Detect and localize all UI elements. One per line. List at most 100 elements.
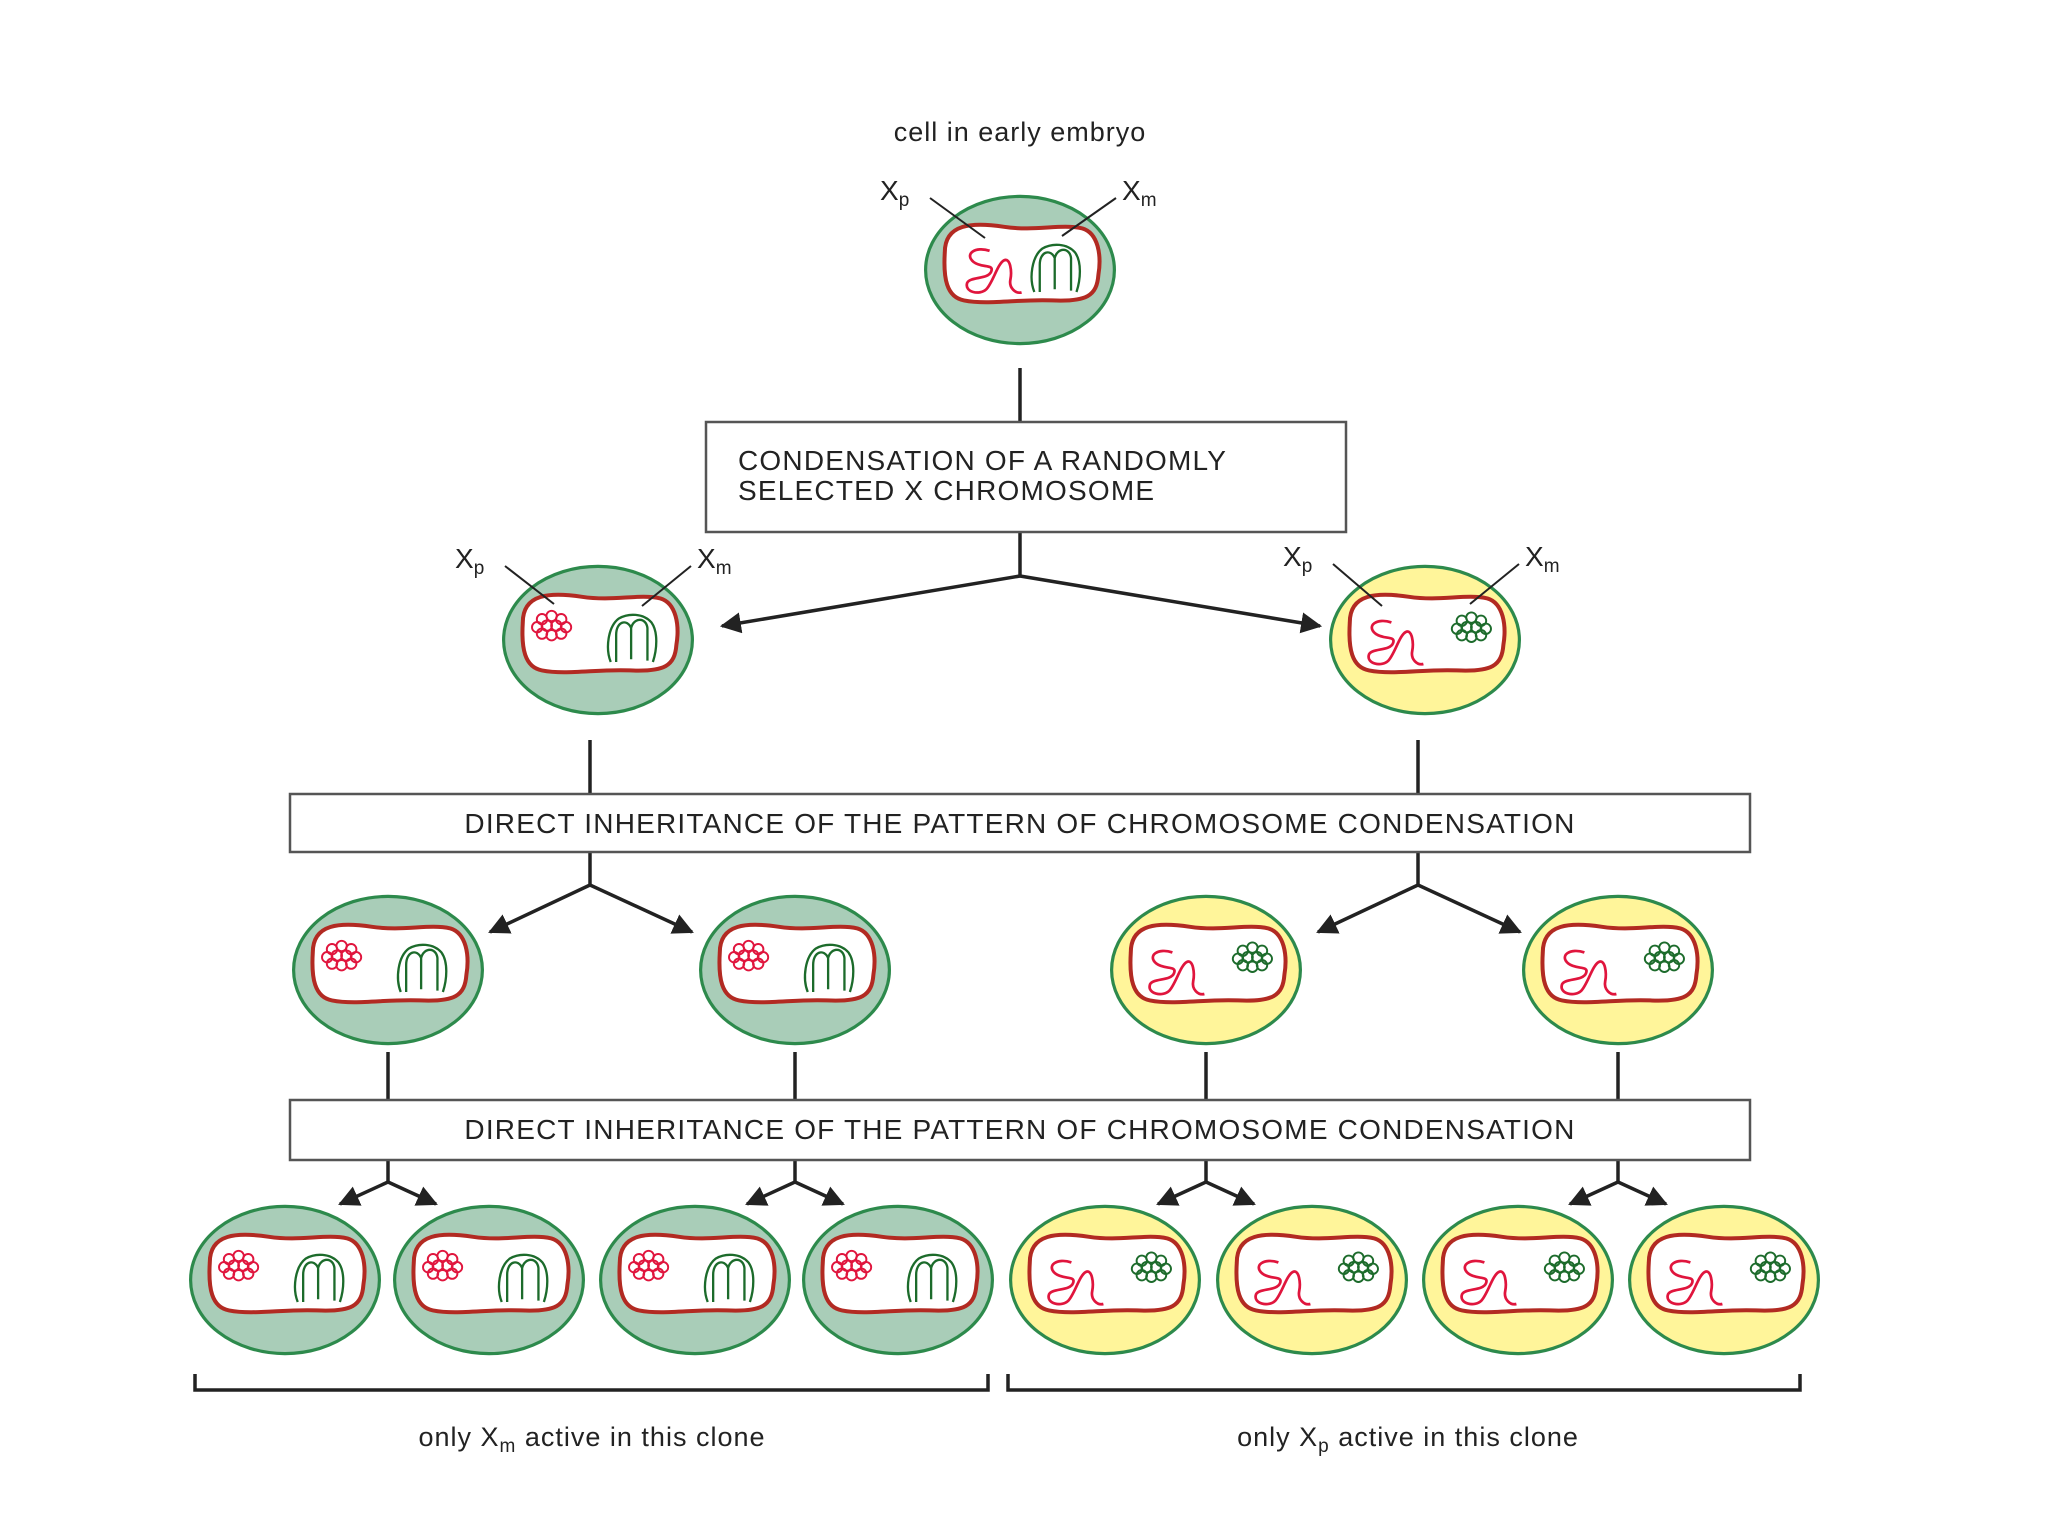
cell-gen2-4-nucleus — [1540, 922, 1700, 1005]
inheritance-box-1: DIRECT INHERITANCE OF THE PATTERN OF CHR… — [288, 792, 1752, 854]
condensation-box: CONDENSATION OF A RANDOMLY SELECTED X CH… — [704, 420, 1348, 534]
cell-gen3-2-xm-chromosome — [497, 1253, 549, 1303]
cell-gen2-2-xm-chromosome — [803, 943, 855, 993]
cell-gen3-6-xm-condensed — [1337, 1251, 1379, 1283]
cell-gen2-3-xp-chromosome — [1148, 949, 1205, 996]
cell-gen1-xp-active-xp-chromosome — [1367, 619, 1424, 666]
cell-gen3-8-xp-chromosome — [1666, 1259, 1723, 1306]
pointer-xp-gen1-right — [1332, 563, 1383, 607]
cell-gen2-4-xp-chromosome — [1560, 949, 1617, 996]
lineage-connectors — [193, 368, 1802, 1392]
cell-root-xm-chromosome — [1030, 243, 1082, 293]
pointer-xp-root — [929, 197, 986, 239]
cell-gen3-2 — [392, 1204, 586, 1356]
cell-gen3-5 — [1008, 1204, 1202, 1356]
cell-gen2-4-xm-condensed-bead-9 — [1667, 959, 1681, 972]
label-xm-root: Xm — [1122, 175, 1157, 211]
cell-gen3-7 — [1421, 1204, 1615, 1356]
cell-gen3-8-xm-condensed-bead-9 — [1773, 1269, 1787, 1282]
cell-gen3-2-xp-condensed — [422, 1249, 464, 1282]
cell-gen3-5-nucleus — [1027, 1232, 1187, 1315]
condensation-box-line1: CONDENSATION OF A RANDOMLY — [738, 445, 1227, 476]
pointer-xm-gen1-right — [1469, 563, 1520, 605]
cell-layer — [188, 194, 1821, 1356]
cell-gen3-5-xm-condensed-bead-9 — [1154, 1269, 1168, 1282]
arrow-to-gen2-1 — [488, 883, 591, 934]
cell-gen2-1-xp-condensed-bead-9 — [345, 957, 358, 970]
caption-left-clone: only Xm active in this clone — [419, 1422, 766, 1457]
cell-gen3-8-nucleus — [1646, 1232, 1806, 1315]
cell-gen1-xm-active-xm-chromosome — [606, 613, 658, 663]
arrow-to-gen3-3 — [745, 1180, 796, 1206]
cell-gen3-4-xp-condensed — [831, 1249, 873, 1282]
x-labels: Xp Xm Xp Xm Xp Xm — [455, 175, 1560, 607]
arrow-to-gen2-3 — [1316, 883, 1419, 934]
caption-right-clone: only Xp active in this clone — [1237, 1422, 1579, 1457]
cell-gen2-2 — [698, 894, 892, 1046]
cell-gen1-xp-active-xm-condensed-bead-9 — [1474, 629, 1488, 642]
cell-gen3-3-xm-chromosome — [703, 1253, 755, 1303]
arrow-to-gen3-6 — [1205, 1180, 1256, 1206]
arrow-to-gen3-2 — [387, 1180, 438, 1206]
pointer-xp-gen1-left — [504, 565, 555, 605]
bracket-left-clone — [193, 1374, 990, 1392]
bracket-right-clone — [1006, 1374, 1802, 1392]
arrow-to-gen3-1 — [338, 1180, 389, 1206]
cell-gen3-7-xp-chromosome — [1460, 1259, 1517, 1306]
cell-gen3-2-xp-condensed-bead-9 — [446, 1267, 459, 1280]
cell-gen3-7-xm-condensed-bead-9 — [1567, 1269, 1581, 1282]
arrow-to-gen3-7 — [1568, 1180, 1619, 1206]
cell-gen3-8-xm-condensed — [1749, 1251, 1791, 1283]
cell-gen2-1 — [291, 894, 485, 1046]
cell-gen3-4-xp-condensed-bead-9 — [855, 1267, 868, 1280]
cell-gen3-6 — [1215, 1204, 1409, 1356]
arrow-to-gen2-4 — [1417, 883, 1522, 934]
inheritance-box-2-text: DIRECT INHERITANCE OF THE PATTERN OF CHR… — [464, 1114, 1575, 1145]
label-xp-root: Xp — [880, 175, 909, 211]
cell-gen2-3-xm-condensed — [1231, 941, 1273, 973]
label-xp-gen1-right: Xp — [1283, 541, 1312, 577]
arrow-to-gen1-left — [719, 574, 1021, 634]
cell-gen1-xp-active-nucleus — [1347, 592, 1507, 675]
arrow-to-gen3-5 — [1156, 1180, 1207, 1206]
arrow-to-gen2-2 — [589, 883, 694, 934]
cell-gen1-xp-active-xm-condensed — [1450, 611, 1492, 643]
top-caption: cell in early embryo — [894, 117, 1147, 147]
label-xm-gen1-left: Xm — [697, 543, 732, 579]
cell-gen3-3 — [598, 1204, 792, 1356]
cell-gen2-2-xp-condensed-bead-9 — [752, 957, 765, 970]
cell-gen2-1-xp-condensed — [321, 939, 363, 972]
cell-gen3-3-xp-condensed — [628, 1249, 670, 1282]
pointer-xm-root — [1061, 197, 1117, 237]
arrow-to-gen3-4 — [794, 1180, 845, 1206]
label-xp-gen1-left: Xp — [455, 543, 484, 579]
cell-gen2-4 — [1521, 894, 1715, 1046]
cell-gen1-xm-active-xp-condensed — [531, 609, 573, 642]
cell-gen1-xm-active-xp-condensed-bead-9 — [555, 627, 568, 640]
arrow-to-gen1-right — [1019, 574, 1323, 634]
cell-gen3-5-xp-chromosome — [1047, 1259, 1104, 1306]
cell-gen2-3-nucleus — [1128, 922, 1288, 1005]
cell-root-xp-chromosome — [965, 248, 1022, 294]
label-xm-gen1-right: Xm — [1525, 541, 1560, 577]
cell-gen3-1-xm-chromosome — [293, 1253, 345, 1303]
cell-gen3-7-xm-condensed — [1543, 1251, 1585, 1283]
cell-gen1-xp-active — [1328, 564, 1522, 716]
cell-gen2-4-xm-condensed — [1643, 941, 1685, 973]
cell-gen3-7-nucleus — [1440, 1232, 1600, 1315]
cell-gen3-3-xp-condensed-bead-9 — [652, 1267, 665, 1280]
cell-gen2-3-xm-condensed-bead-9 — [1255, 959, 1269, 972]
cell-gen3-8 — [1627, 1204, 1821, 1356]
cell-gen3-4 — [801, 1204, 995, 1356]
cell-gen3-1-xp-condensed-bead-9 — [242, 1267, 255, 1280]
cell-gen3-1 — [188, 1204, 382, 1356]
inheritance-box-2: DIRECT INHERITANCE OF THE PATTERN OF CHR… — [288, 1098, 1752, 1162]
cell-gen3-6-xp-chromosome — [1254, 1259, 1311, 1306]
cell-gen2-1-xm-chromosome — [396, 943, 448, 993]
inheritance-box-1-text: DIRECT INHERITANCE OF THE PATTERN OF CHR… — [464, 808, 1575, 839]
pointer-xm-gen1-left — [641, 565, 692, 607]
condensation-box-line2: SELECTED X CHROMOSOME — [738, 475, 1155, 506]
cell-gen3-1-xp-condensed — [218, 1249, 260, 1282]
cell-gen2-3 — [1109, 894, 1303, 1046]
